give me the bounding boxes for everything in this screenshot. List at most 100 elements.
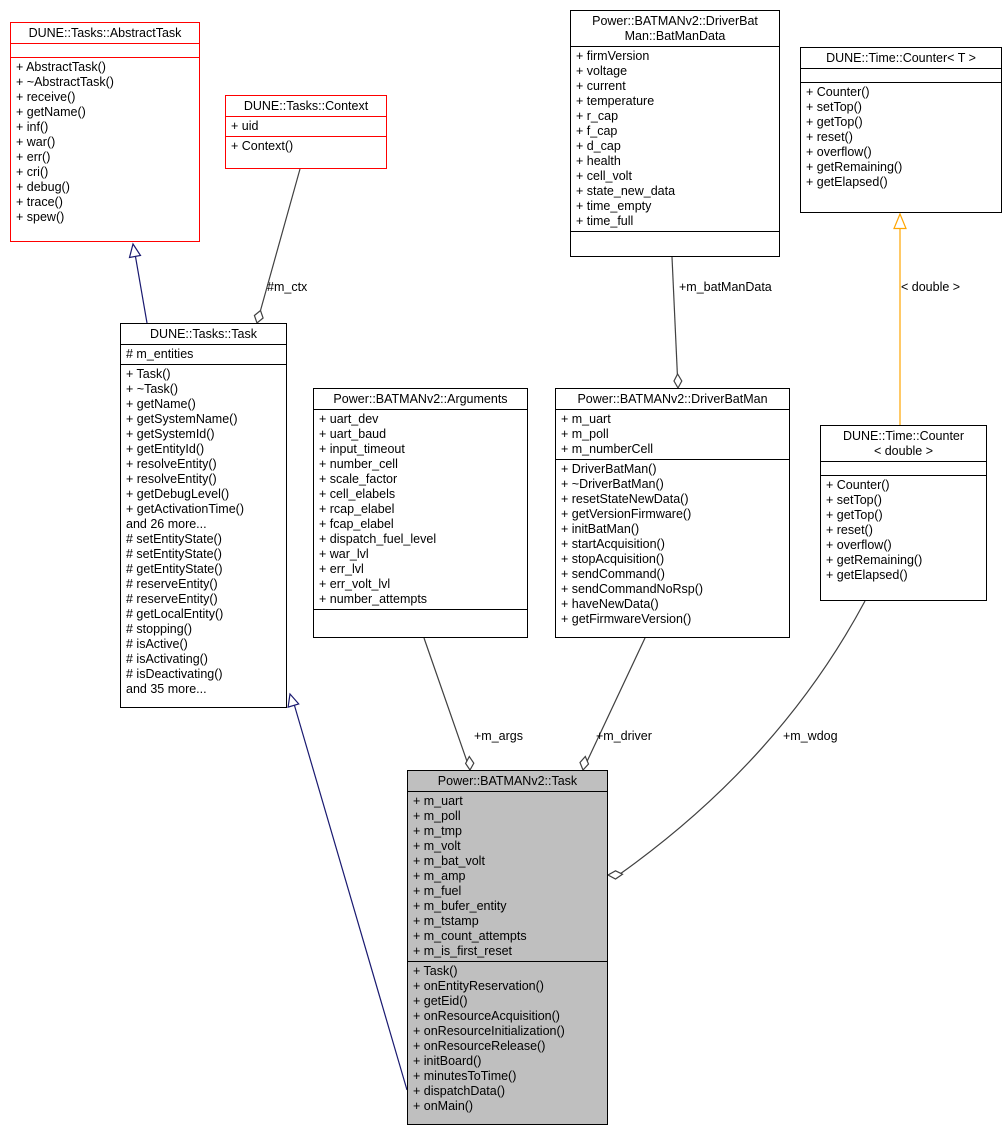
class-member: + scale_factor bbox=[319, 472, 398, 486]
class-member: + initBoard() bbox=[413, 1054, 482, 1068]
class-member: + spew() bbox=[16, 210, 65, 224]
class-methods: + Counter()+ setTop()+ getTop()+ reset()… bbox=[821, 475, 986, 600]
class-methods bbox=[314, 609, 527, 637]
class-member: + number_cell bbox=[319, 457, 398, 471]
class-member: + getName() bbox=[126, 397, 196, 411]
class-member: + err_volt_lvl bbox=[319, 577, 391, 591]
edge-label-m-ctx: #m_ctx bbox=[267, 280, 308, 294]
class-member: + receive() bbox=[16, 90, 76, 104]
class-member: + haveNewData() bbox=[561, 597, 659, 611]
class-member: + minutesToTime() bbox=[413, 1069, 517, 1083]
class-box-dune-tasks-task[interactable]: DUNE::Tasks::Task # m_entities + Task()+… bbox=[120, 323, 287, 708]
class-member: + err_lvl bbox=[319, 562, 364, 576]
class-member: # setEntityState() bbox=[126, 547, 222, 561]
class-box-batmanv2-driverbatman[interactable]: Power::BATMANv2::DriverBatMan + m_uart+ … bbox=[555, 388, 790, 638]
class-member: # m_entities bbox=[126, 347, 194, 361]
class-member: + setTop() bbox=[806, 100, 862, 114]
class-member: + getRemaining() bbox=[806, 160, 903, 174]
class-member: + AbstractTask() bbox=[16, 60, 106, 74]
class-box-dune-tasks-abstracttask[interactable]: DUNE::Tasks::AbstractTask + AbstractTask… bbox=[10, 22, 200, 242]
class-member: + ~Task() bbox=[126, 382, 179, 396]
class-member: # reserveEntity() bbox=[126, 577, 218, 591]
edge-aggregation-counterdouble-to-batmantask bbox=[606, 600, 866, 880]
class-member: + getVersionFirmware() bbox=[561, 507, 692, 521]
edge-label-m-batmandata: +m_batManData bbox=[679, 280, 772, 294]
class-member: # getEntityState() bbox=[126, 562, 223, 576]
class-methods: + Task()+ onEntityReservation()+ getEid(… bbox=[408, 961, 607, 1124]
class-member: + m_is_first_reset bbox=[413, 944, 512, 958]
class-member: + ~AbstractTask() bbox=[16, 75, 114, 89]
class-member: + sendCommand() bbox=[561, 567, 665, 581]
class-box-batmanv2-arguments[interactable]: Power::BATMANv2::Arguments + uart_dev+ u… bbox=[313, 388, 528, 638]
class-box-batmanv2-task[interactable]: Power::BATMANv2::Task + m_uart+ m_poll+ … bbox=[407, 770, 608, 1125]
class-box-dune-time-counter-double[interactable]: DUNE::Time::Counter < double > + Counter… bbox=[820, 425, 987, 601]
class-methods: + AbstractTask()+ ~AbstractTask()+ recei… bbox=[11, 57, 199, 241]
class-member: + overflow() bbox=[806, 145, 872, 159]
class-member: + getEid() bbox=[413, 994, 468, 1008]
edge-label-m-driver: +m_driver bbox=[596, 729, 652, 743]
class-member: + debug() bbox=[16, 180, 70, 194]
class-member: + overflow() bbox=[826, 538, 892, 552]
class-member: + getActivationTime() bbox=[126, 502, 244, 516]
class-member: + trace() bbox=[16, 195, 63, 209]
class-member: + reset() bbox=[826, 523, 873, 537]
class-member: + initBatMan() bbox=[561, 522, 640, 536]
class-member: + resolveEntity() bbox=[126, 472, 217, 486]
class-member: + getElapsed() bbox=[806, 175, 888, 189]
class-member: + m_uart bbox=[561, 412, 611, 426]
class-methods: + DriverBatMan()+ ~DriverBatMan()+ reset… bbox=[556, 459, 789, 637]
class-member: + r_cap bbox=[576, 109, 619, 123]
class-member: + err() bbox=[16, 150, 51, 164]
class-member: + firmVersion bbox=[576, 49, 650, 63]
class-member: # isActivating() bbox=[126, 652, 208, 666]
class-member: + onEntityReservation() bbox=[413, 979, 544, 993]
class-member: + onResourceInitialization() bbox=[413, 1024, 565, 1038]
class-title: Power::BATMANv2::DriverBat Man::BatManDa… bbox=[592, 14, 758, 43]
class-member: + f_cap bbox=[576, 124, 618, 138]
class-member: + getDebugLevel() bbox=[126, 487, 230, 501]
class-member: + m_bat_volt bbox=[413, 854, 485, 868]
class-member: + onResourceRelease() bbox=[413, 1039, 546, 1053]
class-member: + resolveEntity() bbox=[126, 457, 217, 471]
class-member: + setTop() bbox=[826, 493, 882, 507]
class-title: Power::BATMANv2::Task bbox=[437, 774, 578, 788]
class-member: + startAcquisition() bbox=[561, 537, 665, 551]
class-member: + cri() bbox=[16, 165, 49, 179]
class-member: + inf() bbox=[16, 120, 49, 134]
class-member: + input_timeout bbox=[319, 442, 405, 456]
class-title: Power::BATMANv2::Arguments bbox=[333, 392, 508, 406]
class-box-batmandata[interactable]: Power::BATMANv2::DriverBat Man::BatManDa… bbox=[570, 10, 780, 257]
class-box-dune-time-counter-t[interactable]: DUNE::Time::Counter< T > + Counter()+ se… bbox=[800, 47, 1002, 213]
class-member: + getRemaining() bbox=[826, 553, 923, 567]
edge-template-counterdouble-to-countert bbox=[893, 212, 907, 425]
class-member: + m_tmp bbox=[413, 824, 462, 838]
class-member: + onMain() bbox=[413, 1099, 474, 1113]
class-member: + uid bbox=[231, 119, 259, 133]
class-attributes: # m_entities bbox=[121, 344, 286, 364]
class-member: + m_fuel bbox=[413, 884, 462, 898]
class-attributes: + m_uart+ m_poll+ m_tmp+ m_volt+ m_bat_v… bbox=[408, 791, 607, 961]
class-member: + d_cap bbox=[576, 139, 621, 153]
class-member: + getName() bbox=[16, 105, 86, 119]
class-member: + m_poll bbox=[413, 809, 461, 823]
class-member: + voltage bbox=[576, 64, 628, 78]
class-member: + reset() bbox=[806, 130, 853, 144]
class-member: # stopping() bbox=[126, 622, 193, 636]
class-member: + cell_volt bbox=[576, 169, 632, 183]
class-attributes: + m_uart+ m_poll+ m_numberCell bbox=[556, 409, 789, 459]
edge-inheritance-batmantask-to-task bbox=[287, 692, 408, 1091]
class-member: + current bbox=[576, 79, 626, 93]
class-member: + resetStateNewData() bbox=[561, 492, 689, 506]
class-title: DUNE::Tasks::Task bbox=[150, 327, 257, 341]
class-methods: + Context() bbox=[226, 136, 386, 168]
class-member: + m_amp bbox=[413, 869, 466, 883]
class-member: + m_numberCell bbox=[561, 442, 654, 456]
class-title: DUNE::Tasks::AbstractTask bbox=[28, 26, 182, 40]
class-member: + fcap_elabel bbox=[319, 517, 394, 531]
class-member: + Counter() bbox=[826, 478, 890, 492]
class-member: + ~DriverBatMan() bbox=[561, 477, 664, 491]
class-member: + Task() bbox=[413, 964, 458, 978]
class-member: + m_bufer_entity bbox=[413, 899, 507, 913]
class-member: + getSystemId() bbox=[126, 427, 215, 441]
class-box-dune-tasks-context[interactable]: DUNE::Tasks::Context + uid + Context() bbox=[225, 95, 387, 169]
